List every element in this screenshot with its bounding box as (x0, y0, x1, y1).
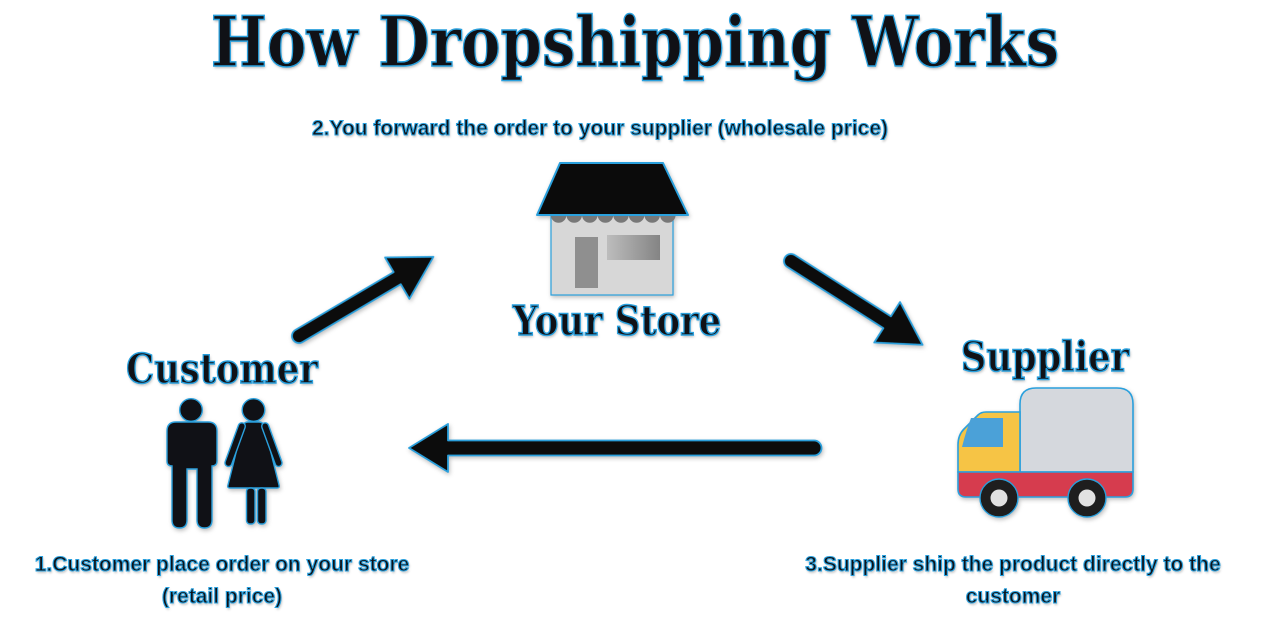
store-label: Your Store (512, 296, 722, 346)
store-icon (536, 162, 689, 296)
supplier-truck-icon (957, 387, 1134, 518)
arrow-supplier-to-customer (408, 423, 823, 473)
step-2-caption: 2.You forward the order to your supplier… (311, 116, 889, 140)
customer-label: Customer (126, 344, 319, 394)
arrow-store-to-supplier (783, 253, 924, 346)
step-3-caption: 3.Supplier ship the product directly to … (805, 552, 1221, 608)
step-1-caption: 1.Customer place order on your store (re… (34, 552, 410, 608)
page-title: How Dropshipping Works (210, 1, 1060, 84)
customer-icon (166, 397, 283, 529)
supplier-label: Supplier (960, 332, 1130, 382)
arrow-customer-to-store (291, 255, 435, 344)
